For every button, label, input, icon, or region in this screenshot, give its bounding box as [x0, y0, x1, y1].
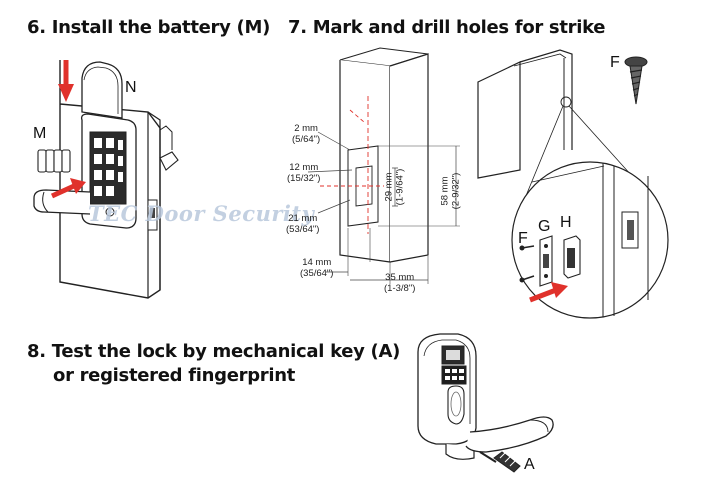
label-h: H: [560, 214, 572, 231]
step7-title: 7. Mark and drill holes for strike: [288, 17, 606, 38]
label-n: N: [125, 79, 137, 96]
label-f-screw: F: [610, 54, 620, 71]
label-g: G: [538, 218, 551, 235]
dim-14mm: 14 mm(35/64"): [300, 257, 334, 279]
step8-title-line1: 8. Test the lock by mechanical key (A): [27, 341, 401, 362]
dim-2mm: 2 mm(5/64"): [292, 123, 321, 145]
dim-35mm: 35 mm(1-3/8"): [384, 272, 416, 294]
dim-12mm: 12 mm(15/32"): [287, 162, 321, 184]
label-m: M: [33, 125, 47, 142]
watermark-text: TEC Door Security: [88, 201, 315, 226]
label-f-small: F: [518, 230, 528, 247]
label-a: A: [524, 456, 535, 473]
dim-21mm: 21 mm(53/64"): [286, 213, 320, 235]
batteries-group: [37, 149, 71, 173]
step6-title: 6. Install the battery (M): [27, 17, 270, 38]
step8-title-line2: or registered fingerprint: [53, 365, 296, 386]
